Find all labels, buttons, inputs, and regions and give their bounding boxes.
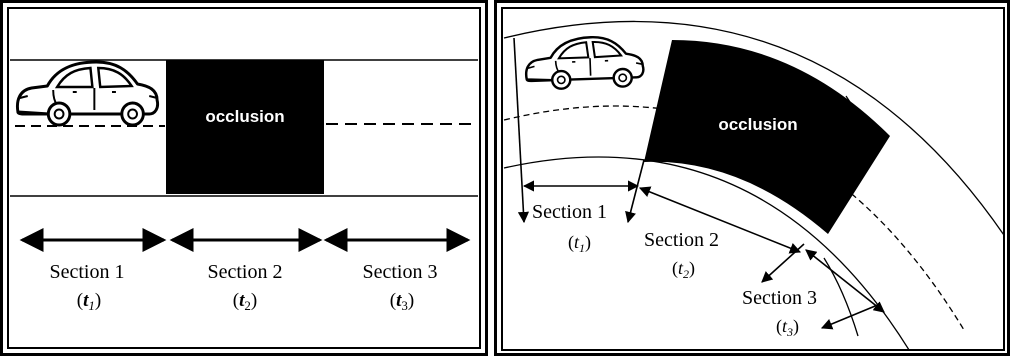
occlusion-label: occlusion	[205, 107, 284, 126]
section-3-label: Section 3	[363, 261, 438, 283]
outer-frame	[0, 0, 488, 356]
occlusion-block	[166, 60, 324, 194]
occlusion-block	[644, 40, 890, 234]
section-2-time: (t2)	[672, 258, 695, 281]
curved-road-diagram: occlusion Section 1 (t1) Section 2 (t2) …	[494, 0, 1010, 356]
inner-frame	[7, 7, 481, 349]
section-2-time: (t2)	[233, 290, 257, 313]
section-3-label: Section 3	[742, 287, 817, 309]
section-2-end-line	[761, 243, 805, 283]
inner-frame-right	[501, 7, 1005, 351]
section-2-label: Section 2	[208, 261, 283, 283]
straight-road-diagram: occlusion Section 1 (t1) Section 2 (t2) …	[0, 0, 488, 356]
section-1-label: Section 1	[50, 261, 125, 283]
section-1-label: Section 1	[532, 201, 607, 223]
section-3-arrow	[805, 249, 885, 313]
outer-frame-right	[494, 0, 1010, 356]
section-1-time: (t1)	[77, 290, 101, 313]
section-2-arrow	[638, 186, 802, 254]
section-3-time: (t3)	[390, 290, 414, 313]
section-2-label: Section 2	[644, 229, 719, 251]
car-icon	[523, 34, 646, 92]
car-icon	[15, 60, 160, 127]
occlusion-edge-tick	[845, 95, 851, 103]
section-3-time: (t3)	[776, 316, 799, 339]
section-1-time: (t1)	[568, 232, 591, 255]
road-outer-edge-arc	[503, 20, 1004, 237]
section-3-end-line	[820, 303, 881, 330]
section-1-end-line	[625, 159, 645, 224]
section-1-start-line	[513, 37, 530, 224]
occlusion-label: occlusion	[718, 115, 797, 134]
